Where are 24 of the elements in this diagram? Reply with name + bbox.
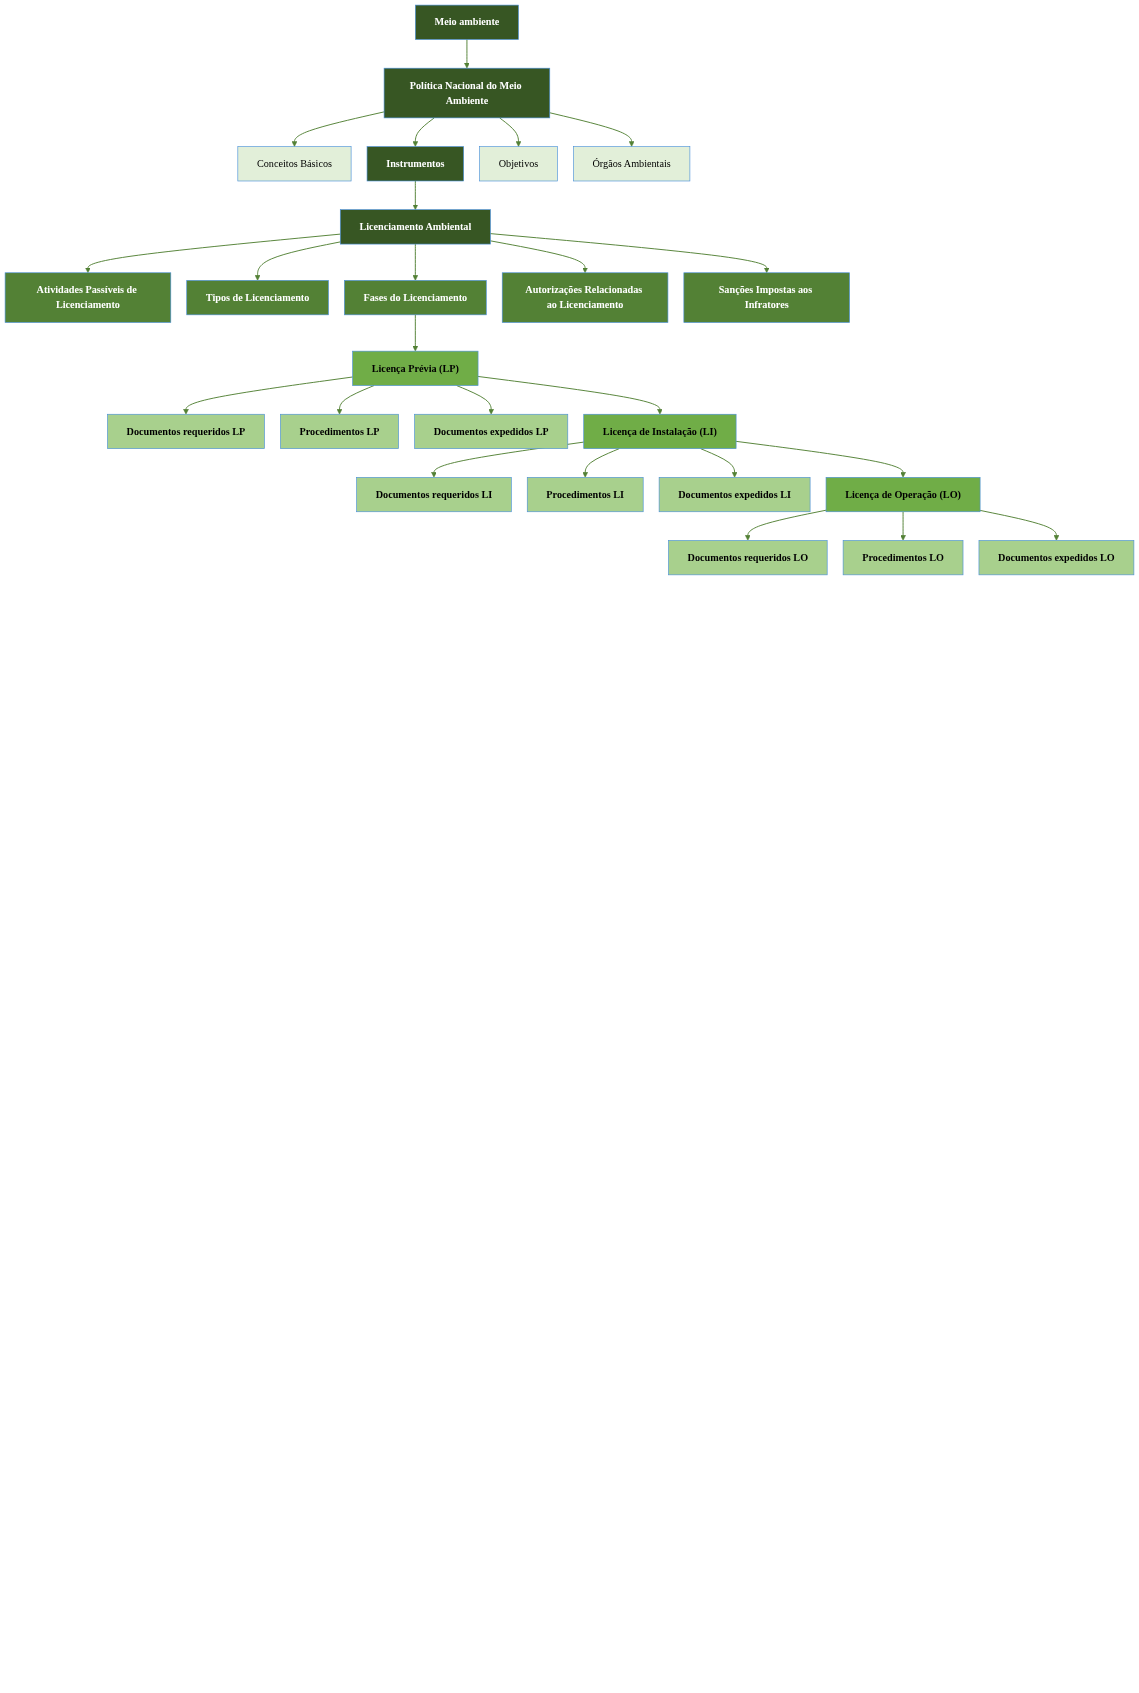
node-box: Licenciamento Ambiental bbox=[339, 209, 491, 245]
node-box: Documentos requeridos LI bbox=[356, 477, 512, 513]
node-box: Sanções Impostas aos Infratores bbox=[683, 272, 850, 323]
node-box: Documentos expedidos LI bbox=[658, 477, 811, 513]
node-box: Documentos requeridos LO bbox=[668, 540, 828, 576]
node-box: Licença de Operação (LO) bbox=[825, 477, 981, 513]
node-box: Tipos de Licenciamento bbox=[186, 280, 329, 316]
node-box: Fases do Licenciamento bbox=[344, 280, 487, 316]
node-box: Conceitos Básicos bbox=[237, 146, 352, 182]
node-box: Procedimentos LP bbox=[280, 413, 399, 449]
node-box: Licença de Instalação (LI) bbox=[583, 413, 737, 449]
node-box: Meio ambiente bbox=[415, 4, 519, 40]
node-box: Órgãos Ambientais bbox=[573, 146, 691, 182]
node-box: Documentos expedidos LP bbox=[414, 413, 569, 449]
node-box: Instrumentos bbox=[366, 146, 464, 182]
node-box: Procedimentos LI bbox=[526, 477, 644, 513]
node-box: Objetivos bbox=[479, 146, 558, 182]
node-box: Política Nacional do Meio Ambiente bbox=[383, 67, 551, 119]
node-box: Procedimentos LO bbox=[842, 540, 964, 576]
node-box: Documentos expedidos LO bbox=[978, 540, 1135, 576]
node-box: Atividades Passíveis de Licenciamento bbox=[4, 272, 172, 323]
node-box: Documentos requeridos LP bbox=[107, 413, 265, 449]
node-box: Licença Prévia (LP) bbox=[352, 350, 479, 386]
node-box: Autorizações Relacionadas ao Licenciamento bbox=[501, 272, 669, 323]
